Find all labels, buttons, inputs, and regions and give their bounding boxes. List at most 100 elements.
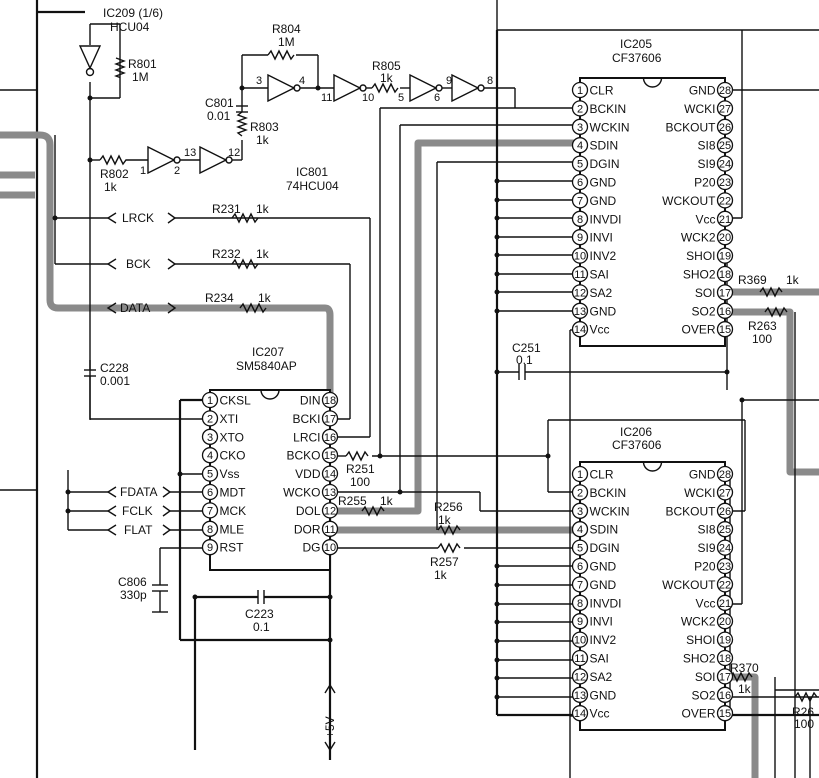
r231-value: 1k xyxy=(256,202,270,216)
ic206-pin-number: 7 xyxy=(577,579,583,591)
ic206-pin-16 xyxy=(716,686,734,703)
ic205-pin-number: 2 xyxy=(577,103,583,115)
ic205-pin-number: 23 xyxy=(719,177,731,189)
ic205-pin-number: 6 xyxy=(577,177,583,189)
ic206-pin-4 xyxy=(571,521,589,538)
ic206-pin-name: GND xyxy=(590,578,617,592)
ic209-part: HCU04 xyxy=(110,20,150,34)
ic205-pin-name: SAI xyxy=(590,268,609,282)
ic207-pin-name: MCK xyxy=(220,504,247,518)
ic206-pin-name: GND xyxy=(590,688,617,702)
ic207-pin-number: 7 xyxy=(207,505,213,517)
ic205-pin-number: 17 xyxy=(719,287,731,299)
r263-ref: R263 xyxy=(748,319,777,333)
ic207-pin-name: VDD xyxy=(295,467,321,481)
ic205-pin-20 xyxy=(716,229,734,246)
ic205-pin-number: 11 xyxy=(574,269,585,281)
ic206-pin-11 xyxy=(571,649,589,667)
ic206-pin-name: SO2 xyxy=(691,688,715,702)
ic206-pin-number: 16 xyxy=(719,690,731,702)
r231-ref: R231 xyxy=(212,202,241,216)
inv-pin-9: 9 xyxy=(446,75,452,87)
ic206-pin-number: 11 xyxy=(574,653,585,665)
ic207-pin-name: DIN xyxy=(300,394,321,408)
r369-value: 1k xyxy=(786,273,800,287)
ic207-pin-name: DOR xyxy=(294,522,321,536)
ic206-pin-6 xyxy=(571,557,589,575)
inv-pin-4: 4 xyxy=(299,75,305,87)
ic207-pin-3 xyxy=(201,428,219,445)
r251-ref: R251 xyxy=(346,462,375,476)
ic206-pin-name: SI8 xyxy=(697,523,715,537)
ic206-pin-number: 23 xyxy=(719,561,731,573)
r369-ref: R369 xyxy=(738,273,767,287)
ic206-pin-name: INVDI xyxy=(590,596,622,610)
ic205-pin-name: WCKOUT xyxy=(662,194,716,208)
ic206-pin-number: 5 xyxy=(577,543,583,555)
ic205-pin-19 xyxy=(716,247,734,264)
ic206-pin-20 xyxy=(716,613,734,630)
ic207-pin-name: XTI xyxy=(220,412,239,426)
ic205-pin-number: 12 xyxy=(574,287,586,299)
ic205-pin-name: GND xyxy=(590,194,617,208)
ic801-part: 74HCU04 xyxy=(286,179,339,193)
ic206-pin-name: SHOI xyxy=(686,633,715,647)
ic206-pin-number: 25 xyxy=(719,524,731,536)
ic207-pin-16 xyxy=(321,428,339,445)
ic207-pin-name: DG xyxy=(303,541,321,555)
ic207-pin-number: 6 xyxy=(207,487,213,499)
ic206-pin-1 xyxy=(571,465,589,483)
ic206-pin-14 xyxy=(571,705,589,722)
ic205-pin-number: 18 xyxy=(719,269,731,281)
ic207-pin-17 xyxy=(321,410,339,427)
ic205-pin-number: 14 xyxy=(574,324,586,336)
ic207-pin-2 xyxy=(201,410,219,427)
c806-value: 330p xyxy=(120,588,147,602)
inverter-symbols xyxy=(78,45,485,175)
ic206-pin-name: Vcc xyxy=(590,707,610,721)
ic206-pin-number: 24 xyxy=(719,543,731,555)
ic205-pin-number: 3 xyxy=(577,122,583,134)
ic206-notch xyxy=(642,461,663,472)
ic207-pin-13 xyxy=(321,483,339,501)
ic205-pin-17 xyxy=(716,284,734,301)
ic207-part: SM5840AP xyxy=(236,359,297,373)
r255-value: 1k xyxy=(380,494,394,508)
ic207-pin-number: 2 xyxy=(207,413,213,425)
ic205-pin-name: Vcc xyxy=(590,323,610,337)
ic206-pin-5 xyxy=(571,539,589,556)
ic206-pin-name: WCKOUT xyxy=(662,578,716,592)
r234-value: 1k xyxy=(258,291,272,305)
ic205-pin-25 xyxy=(716,137,734,154)
ic205-pin-15 xyxy=(716,321,734,338)
ic205-pin-14 xyxy=(571,321,589,338)
ic206-pin-number: 12 xyxy=(574,671,586,683)
ic205-pin-name: WCKI xyxy=(684,102,715,116)
ic206-pin-name: BCKOUT xyxy=(665,504,716,518)
r256-ref: R256 xyxy=(434,500,463,514)
ic205-pin-1 xyxy=(571,81,589,99)
inv-pin-6: 6 xyxy=(434,92,440,104)
ic205-body xyxy=(579,77,726,347)
ic206-pin-name: CLR xyxy=(590,468,614,482)
ic206-pin-name: INVI xyxy=(590,615,613,629)
c801-value: 0.01 xyxy=(207,109,231,123)
ic205-pin-name: SDIN xyxy=(590,139,619,153)
ic206-pin-18 xyxy=(716,649,734,667)
ic206-pin-number: 14 xyxy=(574,708,586,720)
ic206-pin-name: SI9 xyxy=(697,541,715,555)
ic206-pin-name: GND xyxy=(689,468,716,482)
r370-value: 1k xyxy=(738,682,752,696)
signal-lrck: LRCK xyxy=(122,211,154,225)
ic206-pin-number: 22 xyxy=(719,579,731,591)
ic206-pin-name: SDIN xyxy=(590,523,619,537)
ic206-pin-9 xyxy=(571,613,589,630)
ic207-body xyxy=(209,389,331,571)
signal-fclk: FCLK xyxy=(122,504,153,518)
ic207-pin-number: 1 xyxy=(207,395,213,407)
ic205-pin-number: 7 xyxy=(577,195,583,207)
ic207-pin-18 xyxy=(321,391,339,409)
ic205-pin-name: SI8 xyxy=(697,139,715,153)
ic206-pin-12 xyxy=(571,668,589,685)
ic207-pin-15 xyxy=(321,447,339,464)
